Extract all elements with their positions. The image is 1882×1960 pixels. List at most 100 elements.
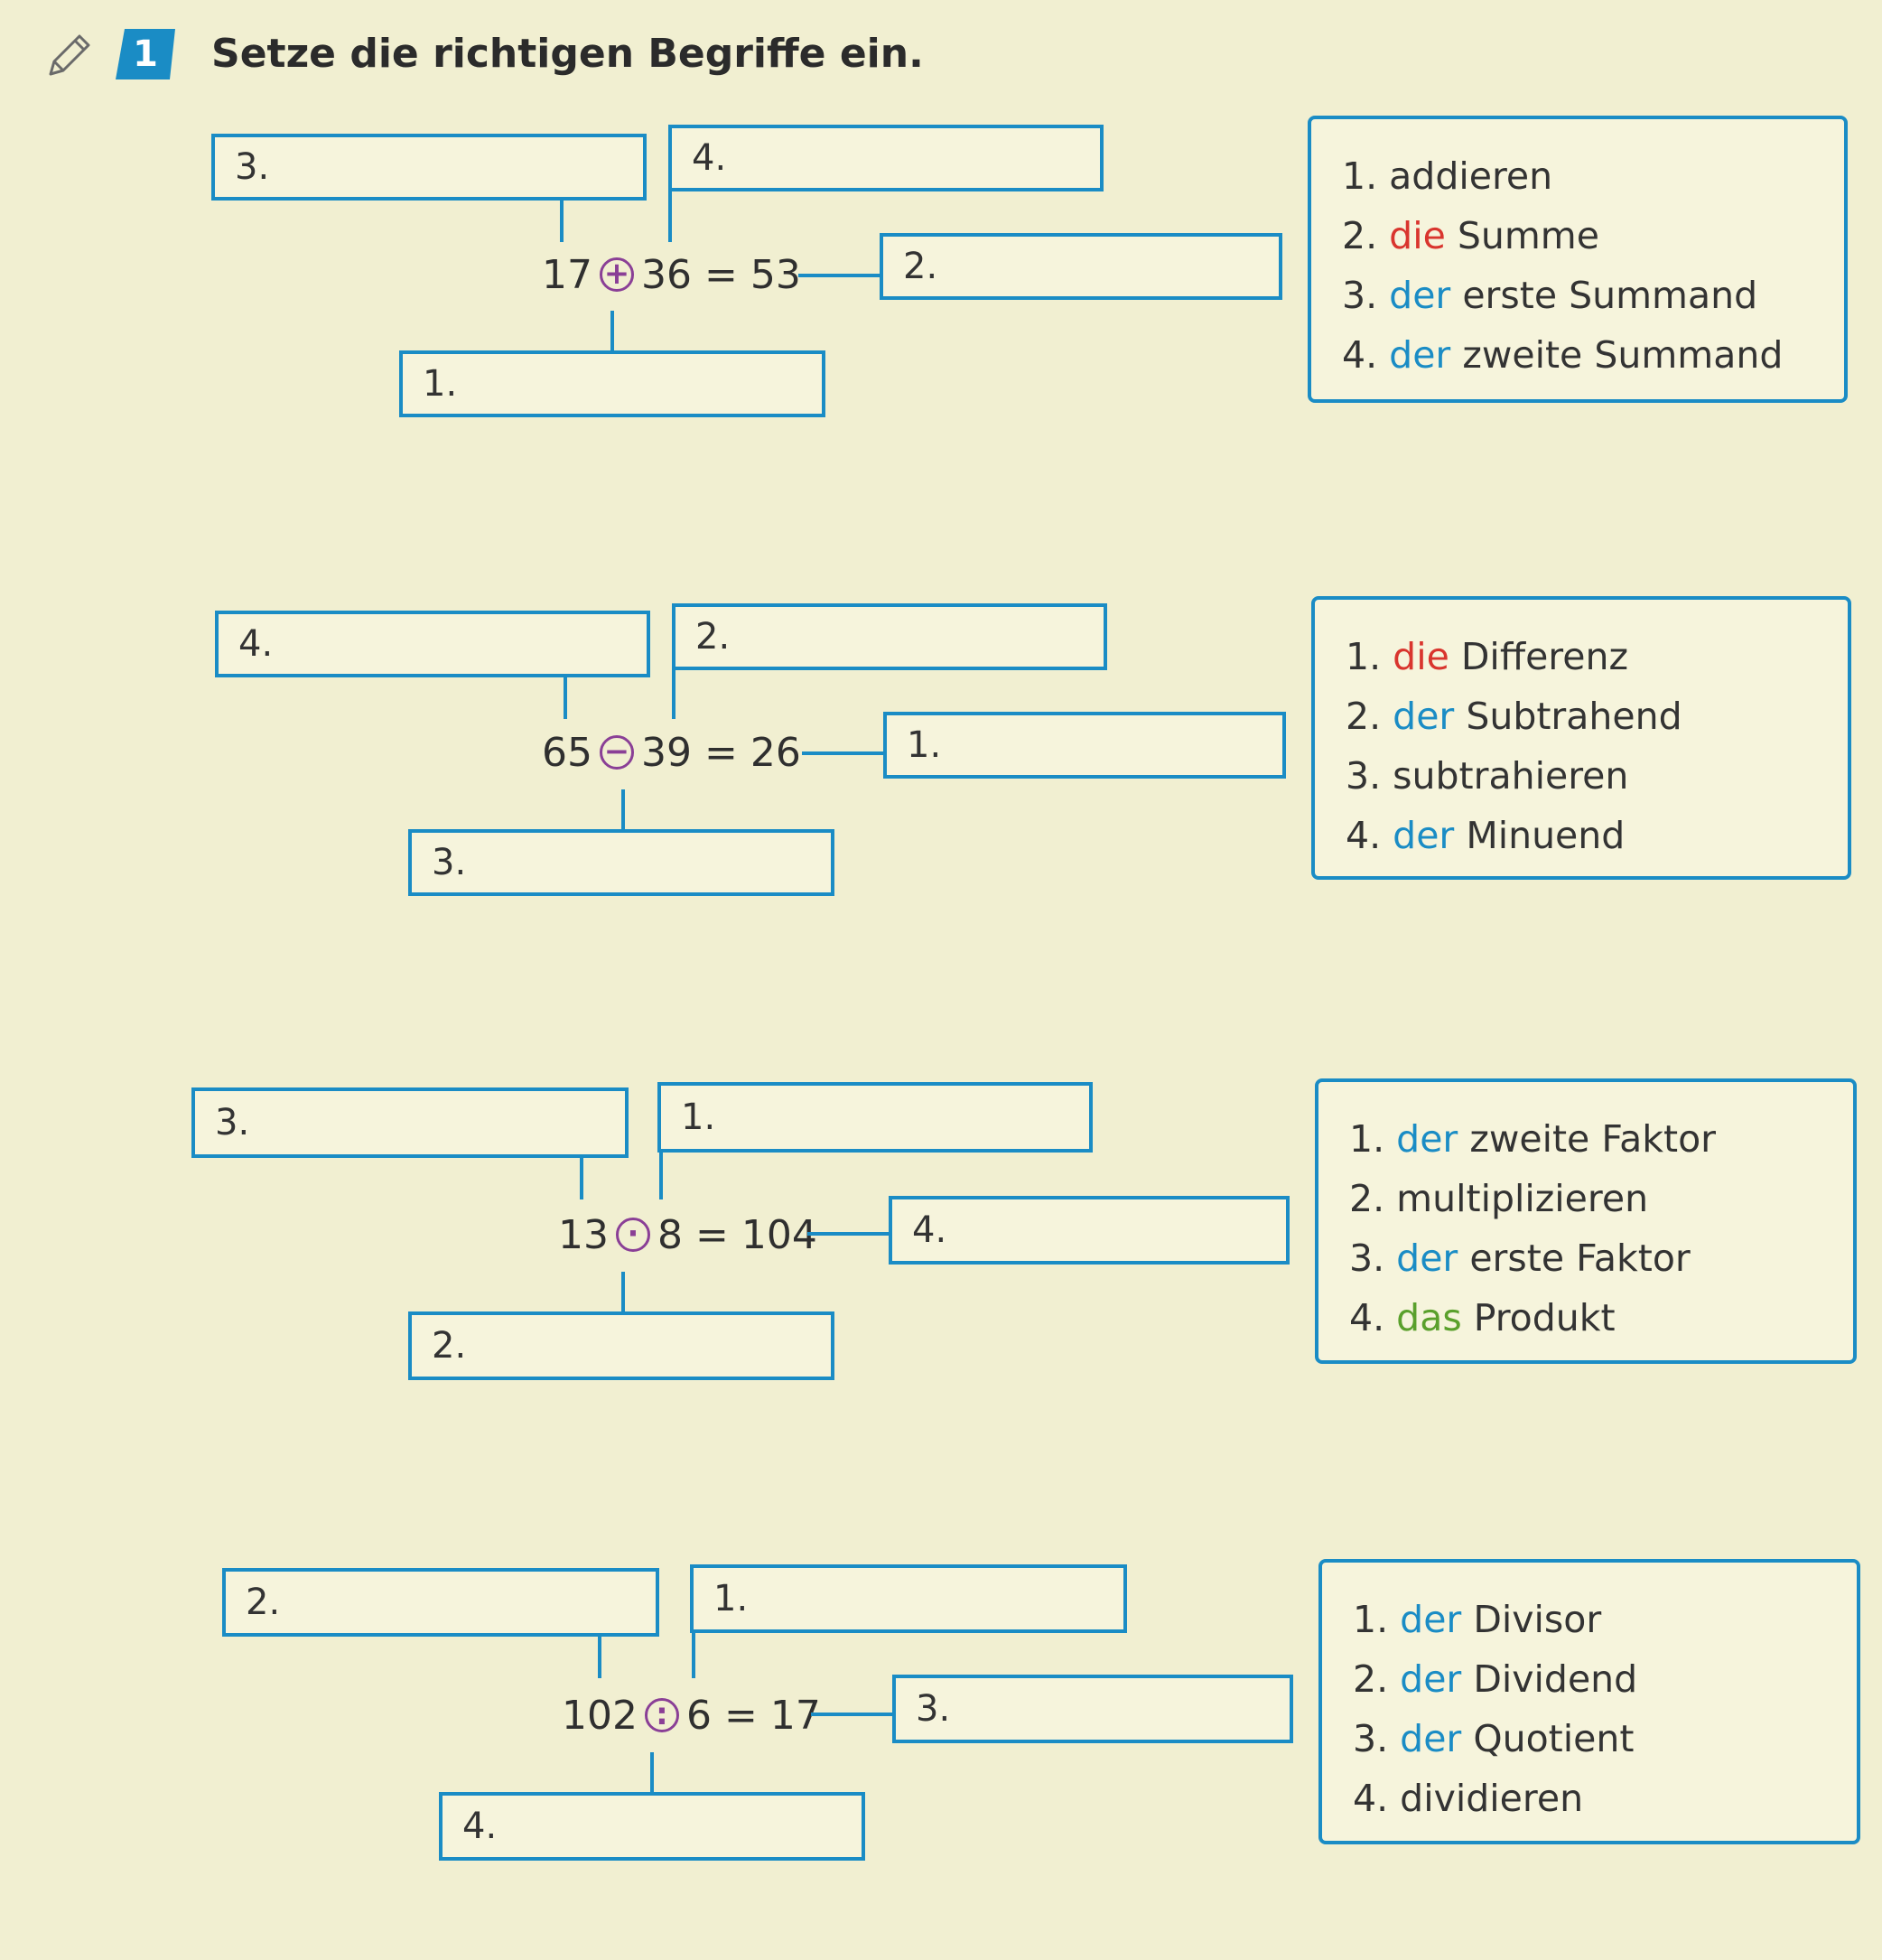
- slot-number: 3.: [215, 1102, 250, 1143]
- section-subtraction: 4. 2. 65−39 = 26 1. 3. 1. die Differenz …: [0, 569, 1882, 1003]
- article: die: [1389, 214, 1446, 257]
- slot-number: 4.: [238, 623, 274, 665]
- term-item: 1. addieren: [1342, 154, 1553, 198]
- operand-a: 17: [542, 252, 592, 298]
- answer-box-top-right[interactable]: 2.: [672, 603, 1107, 670]
- answer-box-bottom[interactable]: 4.: [439, 1792, 865, 1861]
- term-list-box: 1. die Differenz 2. der Subtrahend 3. su…: [1311, 596, 1851, 880]
- answer-box-top-right[interactable]: 4.: [668, 125, 1104, 191]
- answer-box-top-left[interactable]: 3.: [191, 1087, 629, 1158]
- slot-number: 1.: [681, 1097, 716, 1138]
- operand-a: 102: [562, 1693, 638, 1739]
- connector-line: [807, 1232, 889, 1236]
- article: die: [1393, 635, 1449, 678]
- connector-line: [692, 1633, 695, 1678]
- equals-sign: =: [704, 730, 738, 776]
- task-title: Setze die richtigen Begriffe ein.: [211, 31, 924, 77]
- article: der: [1389, 274, 1451, 317]
- answer-box-top-right[interactable]: 1.: [690, 1564, 1127, 1633]
- answer-box-right[interactable]: 3.: [892, 1675, 1293, 1743]
- article: der: [1400, 1717, 1462, 1760]
- operand-a: 13: [558, 1212, 609, 1258]
- equation: 65−39 = 26: [542, 726, 801, 780]
- term-item: 2. multiplizieren: [1349, 1177, 1649, 1220]
- term-item: 4. dividieren: [1353, 1777, 1584, 1820]
- term-item: 3. der Quotient: [1353, 1717, 1635, 1760]
- answer-box-bottom[interactable]: 1.: [399, 350, 825, 417]
- slot-number: 4.: [912, 1209, 947, 1251]
- article: der: [1393, 695, 1455, 738]
- article: der: [1396, 1117, 1458, 1161]
- operand-b: 36: [641, 252, 692, 298]
- equals-sign: =: [723, 1693, 758, 1739]
- section-division: 2. 1. 102:6 = 17 3. 4. 1. der Divisor 2.…: [0, 1526, 1882, 1960]
- answer-box-right[interactable]: 2.: [880, 233, 1282, 300]
- term-item: 1. die Differenz: [1346, 635, 1628, 678]
- connector-line: [621, 789, 625, 831]
- connector-line: [598, 1637, 601, 1678]
- term-item: 3. der erste Faktor: [1349, 1237, 1691, 1280]
- operand-b: 8: [657, 1212, 683, 1258]
- task-number-badge: 1: [116, 29, 175, 79]
- article: der: [1400, 1657, 1462, 1701]
- equation: 13·8 = 104: [558, 1209, 817, 1263]
- equation: 102:6 = 17: [562, 1689, 821, 1743]
- result: 26: [750, 730, 801, 776]
- answer-box-right[interactable]: 1.: [883, 712, 1286, 779]
- connector-line: [560, 201, 564, 242]
- connector-line: [610, 311, 614, 352]
- divide-operator-icon: :: [644, 1698, 679, 1732]
- result: 104: [741, 1212, 817, 1258]
- plus-operator-icon: +: [600, 257, 634, 292]
- equals-sign: =: [695, 1212, 729, 1258]
- connector-line: [802, 751, 883, 755]
- minus-operator-icon: −: [600, 735, 634, 770]
- connector-line: [798, 274, 880, 277]
- result: 53: [750, 252, 801, 298]
- answer-box-top-left[interactable]: 3.: [211, 134, 647, 201]
- connector-line: [650, 1752, 654, 1794]
- section-addition: 3. 4. 17+36 = 53 2. 1. 1. addieren 2. di…: [0, 90, 1882, 524]
- connector-line: [672, 670, 675, 719]
- equation: 17+36 = 53: [542, 248, 801, 303]
- article: der: [1400, 1598, 1462, 1641]
- answer-box-top-left[interactable]: 4.: [215, 611, 650, 677]
- article: der: [1393, 814, 1455, 857]
- connector-line: [580, 1158, 583, 1199]
- slot-number: 2.: [432, 1325, 467, 1367]
- answer-box-top-left[interactable]: 2.: [222, 1568, 659, 1637]
- term-item: 2. der Dividend: [1353, 1657, 1638, 1701]
- answer-box-top-right[interactable]: 1.: [657, 1082, 1093, 1153]
- operand-b: 39: [641, 730, 692, 776]
- term-item: 4. der zweite Summand: [1342, 333, 1784, 377]
- article: der: [1389, 333, 1451, 377]
- operand-a: 65: [542, 730, 592, 776]
- multiply-operator-icon: ·: [616, 1218, 650, 1252]
- answer-box-bottom[interactable]: 3.: [408, 829, 834, 896]
- term-item: 3. der erste Summand: [1342, 274, 1758, 317]
- connector-line: [621, 1272, 625, 1313]
- slot-number: 2.: [246, 1582, 281, 1623]
- answer-box-right[interactable]: 4.: [889, 1196, 1290, 1265]
- slot-number: 1.: [907, 724, 942, 766]
- operand-b: 6: [685, 1693, 712, 1739]
- term-item: 1. der zweite Faktor: [1349, 1117, 1717, 1161]
- connector-line: [659, 1153, 663, 1199]
- slot-number: 4.: [462, 1806, 498, 1847]
- slot-number: 4.: [692, 137, 727, 179]
- slot-number: 1.: [713, 1578, 749, 1619]
- answer-box-bottom[interactable]: 2.: [408, 1311, 834, 1380]
- term-list-box: 1. der zweite Faktor 2. multiplizieren 3…: [1315, 1078, 1857, 1364]
- slot-number: 3.: [432, 842, 467, 883]
- term-item: 4. das Produkt: [1349, 1296, 1616, 1339]
- section-multiplication: 3. 1. 13·8 = 104 4. 2. 1. der zweite Fak…: [0, 1048, 1882, 1481]
- slot-number: 1.: [423, 363, 458, 405]
- term-item: 1. der Divisor: [1353, 1598, 1602, 1641]
- slot-number: 3.: [916, 1688, 951, 1730]
- connector-line: [564, 677, 567, 719]
- article: der: [1396, 1237, 1458, 1280]
- slot-number: 3.: [235, 146, 270, 188]
- slot-number: 2.: [903, 246, 938, 287]
- term-item: 2. der Subtrahend: [1346, 695, 1682, 738]
- article: das: [1396, 1296, 1462, 1339]
